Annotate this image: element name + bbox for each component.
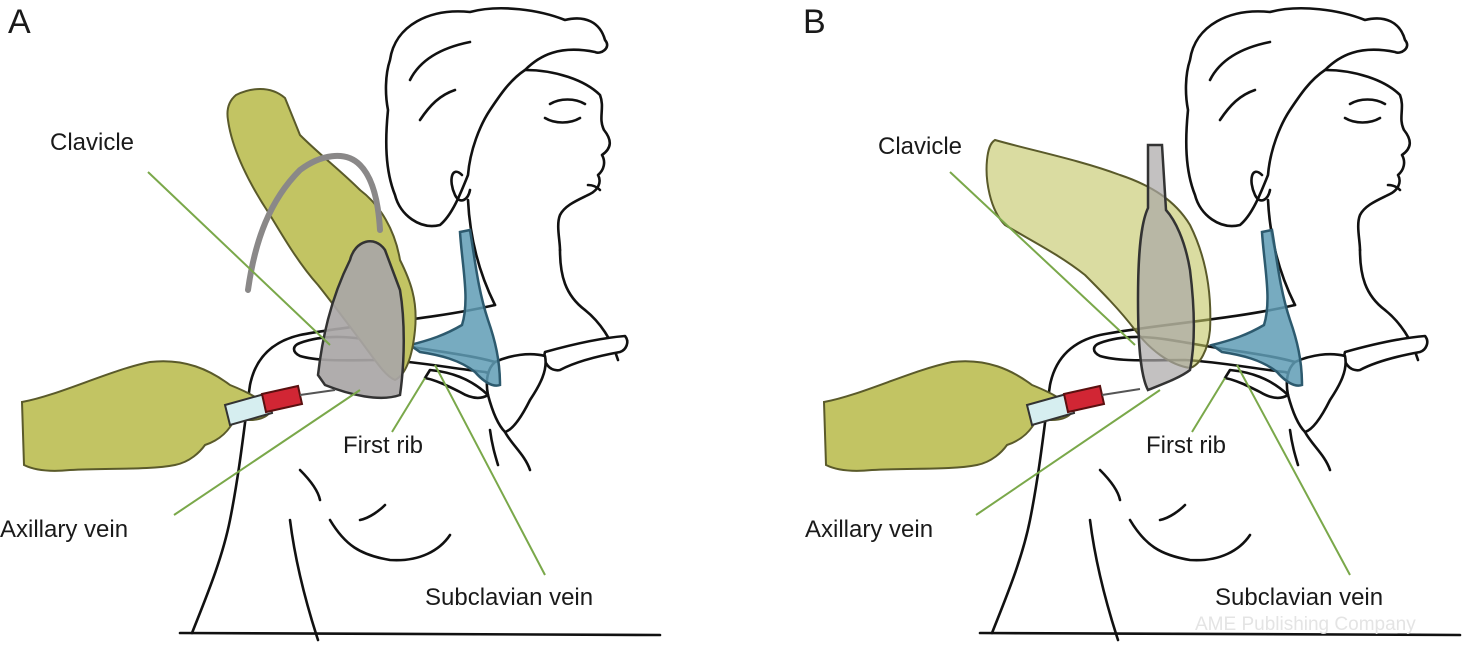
panel-b-vein-shape — [1209, 228, 1304, 387]
panel-b-first-rib-label: First rib — [1146, 432, 1226, 459]
panel-a-syringe-barrel — [223, 391, 274, 427]
panel-b-subclavian-vein-label: Subclavian vein — [1215, 584, 1383, 611]
panel-b-patient-drawing — [978, 6, 1462, 642]
panel-a-needle — [299, 389, 336, 396]
panel-b-needle — [1101, 388, 1141, 396]
watermark-text: AME Publishing Company — [1195, 614, 1416, 635]
panel-a-clavicle-leader — [147, 171, 331, 346]
panel-a-vein-shape — [407, 228, 502, 387]
panel-b-subclavian-vein-leader — [1236, 364, 1351, 576]
panel-b-syringe-hub — [1062, 384, 1106, 414]
panel-a: A Clavicle First rib Axillary vein Subcl… — [0, 3, 662, 642]
panel-b: B Clavicle First rib Axillary vein Subcl… — [803, 3, 1462, 642]
panel-a-clavicle-label: Clavicle — [50, 129, 134, 156]
panel-a-syringe-hub — [260, 384, 304, 414]
panel-a-axillary-vein-label: Axillary vein — [0, 516, 128, 543]
panel-a-subclavian-vein-label: Subclavian vein — [425, 584, 593, 611]
panel-a-subclavian-vein-leader — [434, 364, 546, 576]
panel-b-syringe-barrel — [1025, 391, 1076, 427]
panel-b-first-rib-leader — [1191, 377, 1226, 433]
panel-a-first-rib-label: First rib — [343, 432, 423, 459]
panel-a-letter: A — [8, 3, 31, 41]
panel-b-clavicle-label: Clavicle — [878, 133, 962, 160]
panel-b-clavicle-leader — [949, 171, 1136, 346]
panel-a-probe-cable — [245, 152, 383, 293]
panel-b-axillary-vein-leader — [975, 389, 1161, 516]
panel-a-ultrasound-probe — [316, 240, 405, 399]
panel-b-ultrasound-probe — [1136, 143, 1195, 392]
panel-a-axillary-vein-leader — [173, 389, 361, 516]
panel-b-axillary-vein-label: Axillary vein — [805, 516, 933, 543]
panel-a-first-rib-leader — [391, 377, 426, 433]
panel-b-letter: B — [803, 3, 826, 41]
